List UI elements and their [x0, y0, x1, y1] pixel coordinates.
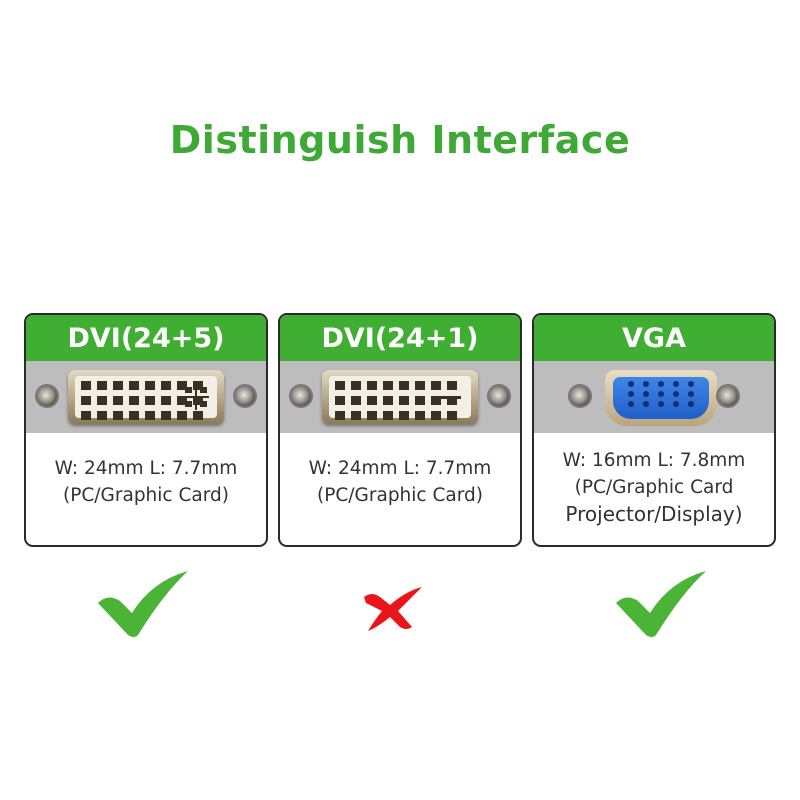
card-usage: (PC/Graphic Card) [317, 485, 483, 506]
vga-pin-hole [628, 391, 634, 397]
pin [161, 411, 171, 420]
connector-image-vga [534, 361, 774, 433]
pin [415, 411, 425, 420]
pin [145, 396, 155, 405]
card-dvi-24-1: DVI(24+1) W: 24mm L: 7.7mm (PC/Graphic C… [278, 313, 522, 547]
card-header: VGA [534, 315, 774, 361]
screw-icon [570, 386, 590, 406]
pin [415, 396, 425, 405]
pin [335, 381, 345, 390]
vga-pin-hole [628, 401, 634, 407]
pin [383, 396, 393, 405]
pin [97, 396, 107, 405]
screw-icon [235, 386, 255, 406]
checkmark-icon [98, 571, 188, 637]
pin [431, 411, 441, 420]
pin [129, 411, 139, 420]
vga-pin-hole [658, 391, 664, 397]
pin [351, 411, 361, 420]
card-dimensions: W: 16mm L: 7.8mm [562, 450, 746, 471]
card-usage-2: Projector/Display) [565, 502, 743, 526]
pin [193, 381, 203, 390]
pin [145, 411, 155, 420]
connector-image-dvi-24-5 [26, 361, 266, 433]
pin [351, 396, 361, 405]
pin [447, 411, 457, 420]
card-vga: VGA W: 16mm L: 7.8mm (PC/Graphic Card Pr… [532, 313, 776, 547]
vga-pin-hole [673, 381, 679, 387]
vga-pin-hole [688, 381, 694, 387]
vga-pin-hole [643, 401, 649, 407]
vga-pin-hole [643, 391, 649, 397]
pin [367, 411, 377, 420]
card-header: DVI(24+1) [280, 315, 520, 361]
vga-pin-hole [673, 391, 679, 397]
dvi-24-5-analog-pins [183, 384, 209, 410]
vga-pin-hole [688, 391, 694, 397]
pin [97, 411, 107, 420]
pin [351, 381, 361, 390]
screw-icon [291, 386, 311, 406]
screw-icon [489, 386, 509, 406]
pin [129, 381, 139, 390]
pin [177, 396, 187, 405]
pin [415, 381, 425, 390]
pin [399, 396, 409, 405]
pin [367, 381, 377, 390]
screw-icon [37, 386, 57, 406]
pin [113, 396, 123, 405]
pin [161, 381, 171, 390]
checkmark-icon [616, 571, 706, 637]
pin [383, 381, 393, 390]
card-usage: (PC/Graphic Card [574, 477, 734, 498]
pin [145, 381, 155, 390]
pin [335, 411, 345, 420]
card-dimensions: W: 24mm L: 7.7mm [54, 458, 238, 479]
dvi-24-1-flat-pin [441, 396, 461, 399]
pin [97, 381, 107, 390]
vga-pin-hole [628, 381, 634, 387]
screw-icon [718, 386, 738, 406]
pin [129, 396, 139, 405]
vga-pin-hole [658, 381, 664, 387]
pin [193, 411, 203, 420]
pin [399, 411, 409, 420]
cross-icon [364, 587, 422, 631]
pin [81, 396, 91, 405]
pin [367, 396, 377, 405]
pin [81, 411, 91, 420]
pin [177, 381, 187, 390]
pin [113, 381, 123, 390]
pin [447, 396, 457, 405]
card-usage: (PC/Graphic Card) [63, 485, 229, 506]
pin [161, 396, 171, 405]
pin [193, 396, 203, 405]
pin [113, 411, 123, 420]
card-header: DVI(24+5) [26, 315, 266, 361]
pin [177, 411, 187, 420]
vga-pin-hole [643, 381, 649, 387]
page-title: Distinguish Interface [169, 118, 631, 162]
vga-pin-hole [673, 401, 679, 407]
card-dvi-24-5: DVI(24+5) W: 24mm L: 7.7mm (PC/Graphic C… [24, 313, 268, 547]
pin [81, 381, 91, 390]
pin [447, 381, 457, 390]
pin [399, 381, 409, 390]
vga-pin-hole [688, 401, 694, 407]
connector-image-dvi-24-1 [280, 361, 520, 433]
card-dimensions: W: 24mm L: 7.7mm [308, 458, 492, 479]
pin [383, 411, 393, 420]
pin [431, 381, 441, 390]
pin [431, 396, 441, 405]
pin [335, 396, 345, 405]
vga-pin-hole [658, 401, 664, 407]
